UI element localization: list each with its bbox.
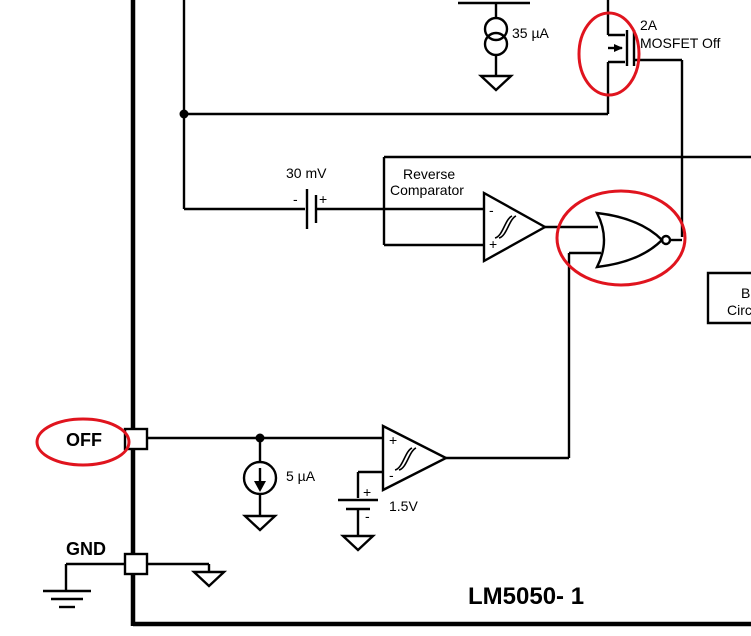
mosfet-symbol [606, 0, 684, 237]
ground-symbol-top [477, 74, 515, 92]
partial-block-label-2: Circ [727, 302, 751, 318]
comparator-pos-sign: + [489, 236, 497, 252]
mosfet-off-label-line1: 2A [640, 17, 658, 33]
junction-dot [179, 109, 189, 119]
gnd-wires [64, 562, 228, 590]
reference-1v5-neg-sign: - [365, 508, 370, 524]
reverse-comparator-label-line1: Reverse [403, 166, 455, 182]
or-gate [567, 211, 682, 458]
top-bus-wires [179, 0, 610, 209]
or-gate-highlight-circle [555, 189, 687, 287]
reverse-comparator-label-line2: Comparator [390, 182, 464, 198]
chip-name-label: LM5050- 1 [468, 583, 584, 610]
off-comparator-neg-sign: - [389, 467, 394, 483]
earth-ground-symbol [43, 589, 91, 609]
off-comparator [356, 424, 569, 498]
off-pin-label: OFF [66, 430, 102, 450]
gnd-pin-square [123, 552, 149, 576]
reverse-comparator [382, 155, 751, 264]
reference-1v5-pos-sign: + [363, 484, 371, 500]
partial-block [706, 271, 751, 325]
offset-30mv-source [184, 189, 384, 229]
comparator-neg-sign: - [489, 202, 494, 218]
current-source-35ua [458, 1, 530, 76]
off-pin-highlight-circle [35, 417, 131, 467]
offset-30mv-label: 30 mV [286, 165, 327, 181]
offset-neg-sign: - [293, 191, 298, 207]
current-source-5ua [241, 460, 279, 532]
mosfet-off-label-line2: MOSFET Off [640, 35, 720, 51]
current-35ua-label: 35 µA [512, 25, 550, 41]
chip-border [130, 0, 751, 627]
current-5ua-label: 5 µA [286, 468, 316, 484]
offset-pos-sign: + [319, 191, 327, 207]
reference-1v5-label: 1.5V [389, 498, 418, 514]
mosfet-highlight-circle [577, 11, 641, 97]
gnd-pin-label: GND [66, 539, 106, 559]
reference-1v5-source [338, 498, 378, 552]
off-comparator-pos-sign: + [389, 432, 397, 448]
partial-block-label-1: B [741, 285, 750, 301]
off-signal-wire [147, 433, 383, 462]
